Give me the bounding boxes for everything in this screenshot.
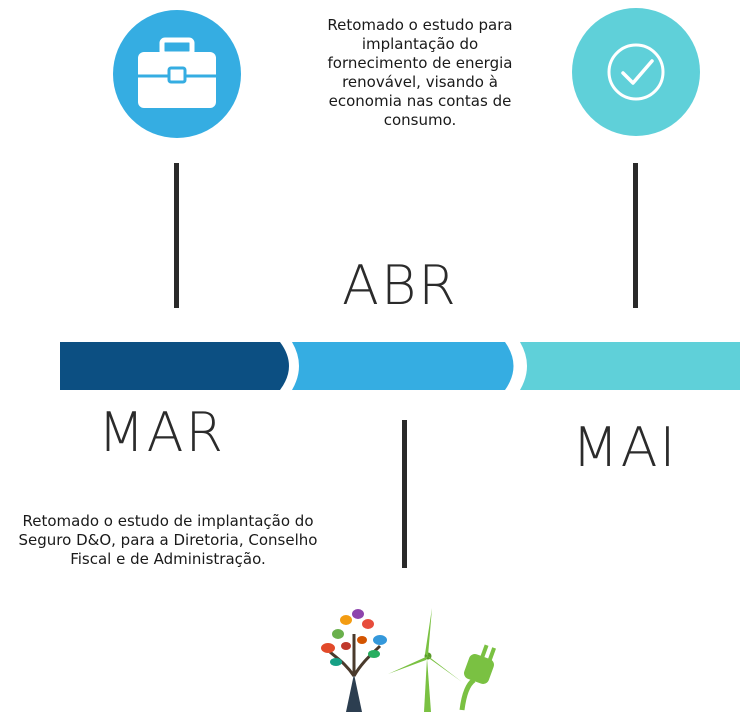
timeline-segment-abr (292, 342, 514, 390)
abr-connector-line (402, 420, 407, 568)
month-label-abr: ABR (342, 254, 458, 317)
wind-turbine-icon (388, 608, 462, 712)
briefcase-circle (113, 10, 241, 138)
timeline-bar (60, 342, 740, 390)
month-label-mar: MAR (98, 401, 226, 464)
briefcase-icon (138, 37, 216, 108)
mai-connector-line (633, 163, 638, 308)
tree-icon (321, 609, 387, 712)
checkmark-icon (607, 43, 665, 101)
abr-note: Retomado o estudo para implantação do fo… (327, 16, 513, 129)
check-circle (572, 8, 700, 136)
timeline-segment-mar (60, 342, 289, 390)
timeline-segment-mai (520, 342, 740, 390)
plug-icon (459, 644, 497, 711)
renewable-energy-illustration (321, 608, 497, 712)
month-label-mai: MAI (572, 416, 678, 479)
mar-note: Retomado o estudo de implantação do Segu… (18, 512, 318, 568)
mar-connector-line (174, 163, 179, 308)
